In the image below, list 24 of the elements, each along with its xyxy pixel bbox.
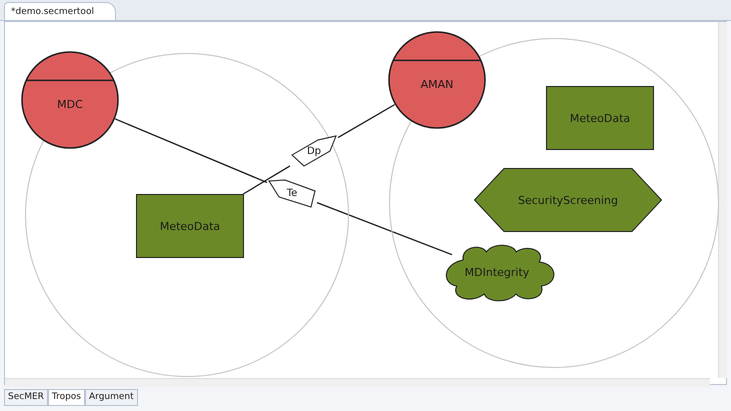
node-label: AMAN xyxy=(420,78,454,90)
connector-line xyxy=(338,104,395,138)
node-label: Dp xyxy=(306,146,322,157)
node-label: MeteoData xyxy=(570,112,630,124)
node-label: MeteoData xyxy=(160,220,220,232)
connector-line xyxy=(316,202,452,256)
resource-rectangle xyxy=(546,86,654,150)
connector-line xyxy=(114,118,268,184)
connector-line xyxy=(242,165,290,195)
actor-boundary xyxy=(25,53,349,377)
node-label: SecurityScreening xyxy=(518,194,618,206)
page-tab: Tropos xyxy=(48,389,85,406)
page-tab: SecMER xyxy=(4,389,48,406)
actor-circle xyxy=(388,31,486,129)
node-label: Te xyxy=(286,188,298,198)
page-tab: Argument xyxy=(85,389,138,406)
editor-tab: *demo.secmertool xyxy=(4,2,116,20)
actor-boundary xyxy=(389,38,719,368)
dependum-tag xyxy=(267,177,317,209)
node-label: MDIntegrity xyxy=(464,266,530,278)
node-label: MDC xyxy=(57,98,83,110)
actor-circle xyxy=(21,51,119,149)
resource-rectangle xyxy=(136,194,244,258)
goal-hexagon xyxy=(474,168,662,232)
